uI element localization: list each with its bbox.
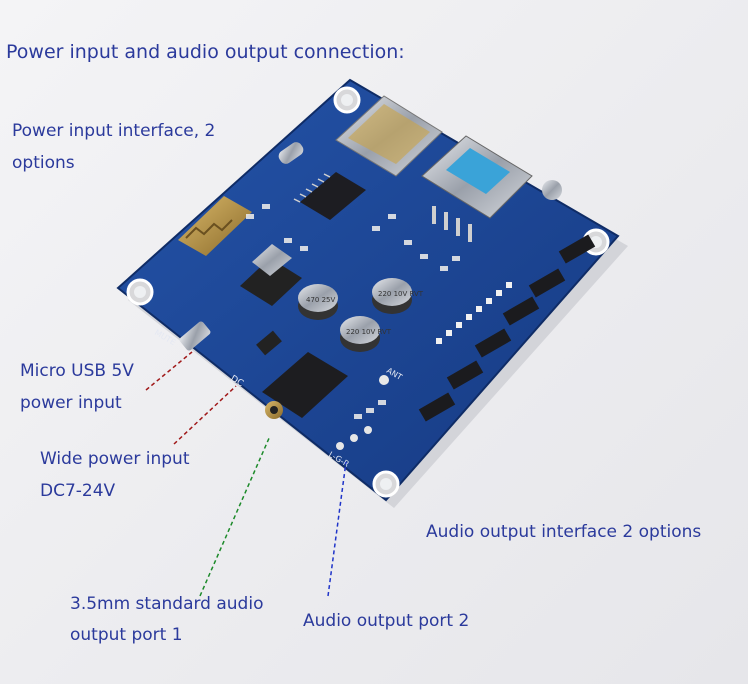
cap-bottom-label: 220 10V RVT [346,328,392,336]
side-connector [542,180,562,200]
regulator-tab [252,244,292,276]
leader-micro-usb [145,351,193,391]
wide-power-label-line2: DC7-24V [40,481,116,501]
micro-usb-label-line2: power input [20,393,122,413]
voltage-regulator [240,258,302,306]
smd-components [246,204,460,419]
crystal [278,142,304,164]
leader-audio-port-1 [199,435,271,597]
leader-wide-power [173,385,237,445]
micro-usb-label-line1: Micro USB 5V [20,361,134,381]
capacitor-left [298,284,338,320]
leader-audio-port-2 [327,461,347,597]
power-interface-label-line1: Power input interface, 2 [12,121,216,141]
capacitor-top [372,278,412,314]
header-pads [436,282,512,344]
micro-usb-port [179,321,211,351]
wide-power-label-line1: Wide power input [40,449,190,469]
ic-pins [293,173,331,203]
main-ic [300,172,366,220]
sd-card-gold [348,104,430,164]
audio-interface-label: Audio output interface 2 options [426,522,702,542]
tactile-buttons [418,234,596,422]
lgr-pads [336,426,372,450]
audio-jack-3-5mm [262,352,348,418]
page-title: Power input and audio output connection: [6,41,405,63]
audio-port1-label-line2: output port 1 [70,625,183,645]
cap-left-label: 470 25V [306,296,335,304]
dc-input-pads [256,330,282,356]
audio-port1-label-line1: 3.5mm standard audio [70,594,264,614]
usb-a-inner [446,148,510,194]
audio-port2-label: Audio output port 2 [303,611,470,631]
cap-top-label: 220 10V RVT [378,290,424,298]
power-interface-label-line2: options [12,153,75,173]
usb-pins [432,206,472,242]
audio-jack-hole [270,406,278,414]
capacitor-bottom [340,316,380,352]
via-hole [379,375,389,385]
antenna-trace [185,219,233,239]
